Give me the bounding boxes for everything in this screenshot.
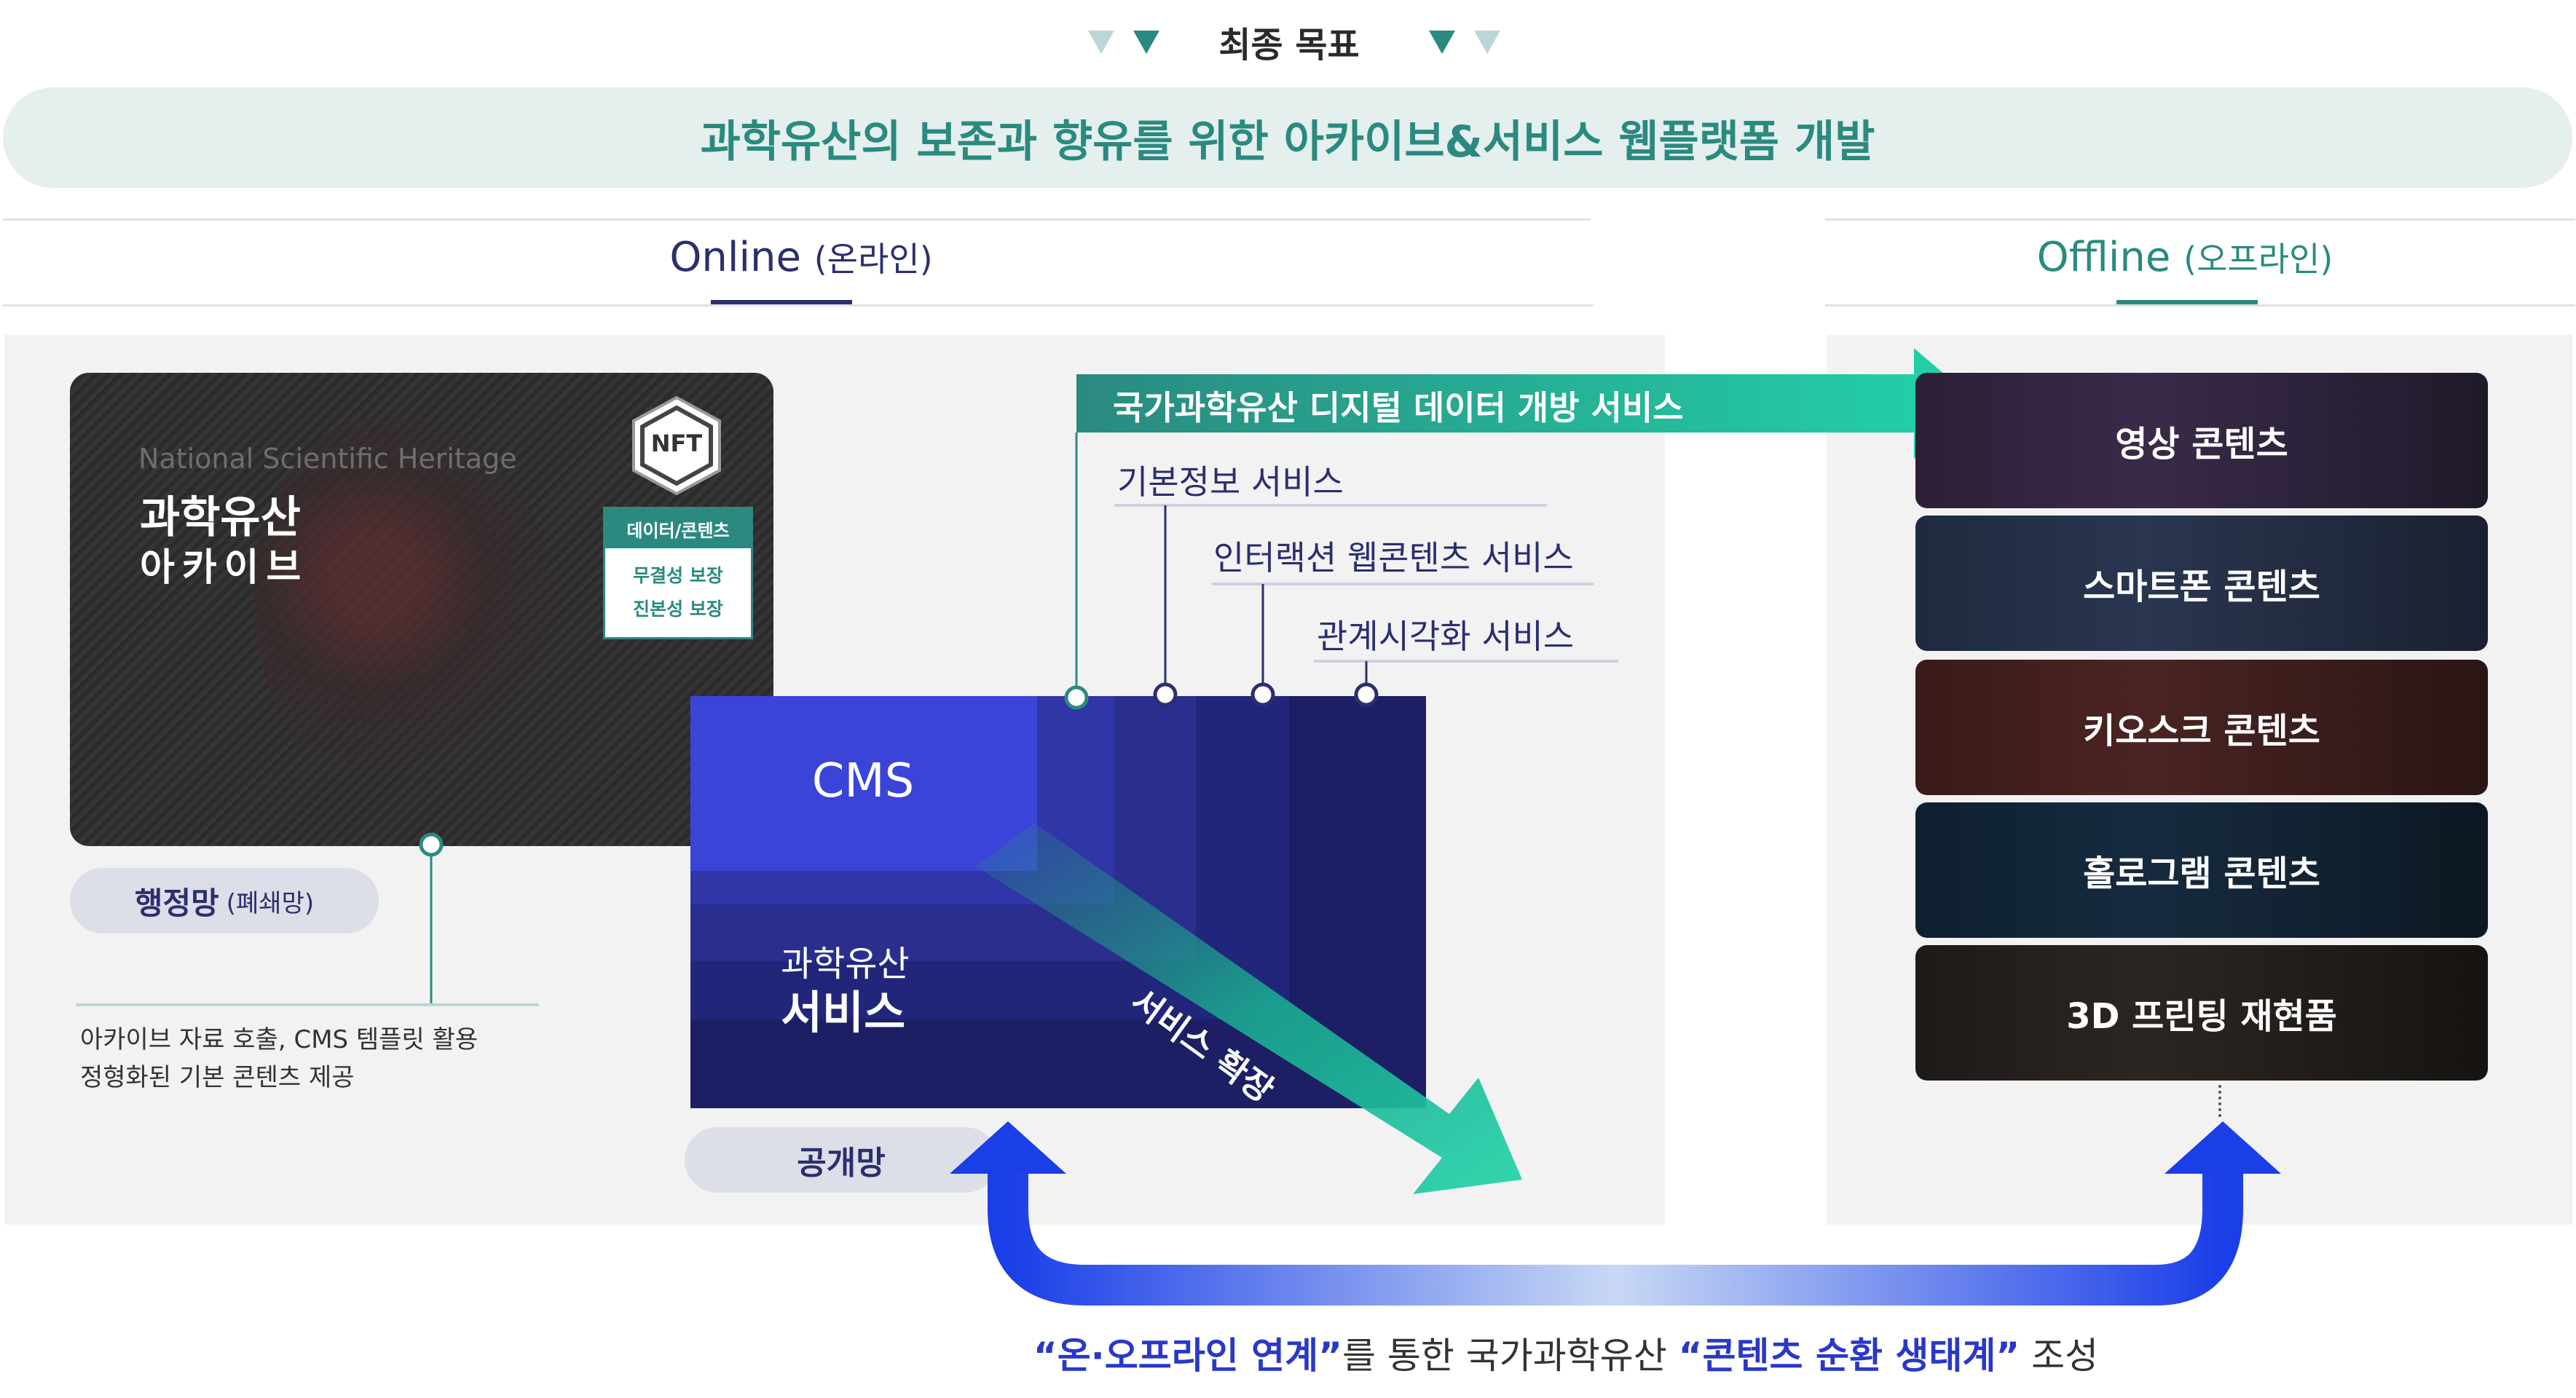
- bottom-caption: “온·오프라인 연계”를 통한 국가과학유산 “콘텐츠 순환 생태계” 조성: [1020, 1327, 2112, 1379]
- open-data-service-label: 국가과학유산 디지털 데이터 개방 서비스: [1113, 388, 1684, 427]
- goal-header: 최종 목표: [0, 9, 2576, 66]
- nft-hexagon-icon: NFT: [629, 395, 724, 497]
- service-item: 인터랙션 웹콘텐츠 서비스: [1213, 538, 1574, 577]
- heritage-service-label: 과학유산: [781, 944, 910, 984]
- triangle-down-icon: [1133, 31, 1159, 54]
- triangle-down-icon: [1474, 31, 1500, 54]
- admin-pill-sub: (폐쇄망): [226, 888, 315, 918]
- goal-text: 과학유산의 보존과 향유를 위한 아카이브&서비스 웹플랫폼 개발: [700, 116, 1875, 167]
- divider: [1825, 304, 2575, 307]
- bottom-q1: “온·오프라인 연계”: [1033, 1335, 1342, 1377]
- service-item: 기본정보 서비스: [1117, 462, 1344, 502]
- more-dots: [2218, 1085, 2224, 1117]
- admin-description: 아카이브 자료 호출, CMS 템플릿 활용 정형화된 기본 콘텐츠 제공: [80, 1021, 478, 1097]
- offline-title-en: Offline: [2036, 234, 2171, 281]
- offline-card: 3D 프린팅 재현품: [1915, 945, 2488, 1081]
- nft-box-head: 데이터/콘텐츠: [605, 509, 751, 548]
- bottom-mid: 를 통한 국가과학유산: [1342, 1335, 1679, 1377]
- goal-banner: 과학유산의 보존과 향유를 위한 아카이브&서비스 웹플랫폼 개발: [3, 87, 2572, 188]
- nft-box-item: 진본성 보장: [633, 599, 723, 620]
- offline-card: 영상 콘텐츠: [1915, 373, 2488, 508]
- nft-box-item: 무결성 보장: [633, 565, 723, 586]
- public-network-pill: 공개망: [685, 1127, 998, 1193]
- offline-card: 키오스크 콘텐츠: [1915, 660, 2488, 795]
- admin-network-pill: 행정망 (폐쇄망): [70, 868, 379, 933]
- archive-en-title: National Scientific Heritage: [138, 443, 517, 475]
- divider: [1825, 218, 2575, 221]
- triangle-down-icon: [1088, 31, 1114, 54]
- map-image: [252, 416, 558, 824]
- admin-desc-line: 아카이브 자료 호출, CMS 템플릿 활용: [80, 1025, 478, 1054]
- online-title-ko: (온라인): [814, 240, 933, 279]
- triangle-down-icon: [1429, 31, 1455, 54]
- bottom-q2: “콘텐츠 순환 생태계”: [1678, 1335, 2020, 1377]
- offline-title-ko: (오프라인): [2183, 240, 2333, 279]
- online-title-en: Online: [669, 234, 801, 281]
- nft-info-box: 데이터/콘텐츠 무결성 보장 진본성 보장: [603, 507, 753, 639]
- archive-subtitle: 아카이브: [140, 546, 309, 590]
- divider: [3, 304, 1594, 307]
- offline-underline: [2116, 300, 2258, 306]
- service-item: 관계시각화 서비스: [1317, 617, 1575, 656]
- heritage-service-label: 서비스: [781, 986, 906, 1039]
- admin-desc-line: 정형화된 기본 콘텐츠 제공: [80, 1063, 355, 1092]
- cms-label: CMS: [811, 754, 915, 808]
- archive-title: 과학유산: [140, 492, 301, 543]
- online-underline: [711, 300, 852, 306]
- nft-label: NFT: [650, 430, 703, 457]
- offline-card: 홀로그램 콘텐츠: [1915, 802, 2488, 938]
- online-title: Online (온라인): [510, 233, 1092, 281]
- divider: [3, 218, 1591, 221]
- goal-title: 최종 목표: [1218, 25, 1360, 66]
- offline-title: Offline (오프라인): [1894, 233, 2476, 281]
- archive-card: National Scientific Heritage 과학유산 아카이브 N…: [70, 373, 773, 846]
- admin-pill-main: 행정망: [134, 885, 219, 921]
- bottom-end: 조성: [2020, 1335, 2099, 1377]
- offline-card: 스마트폰 콘텐츠: [1915, 516, 2488, 651]
